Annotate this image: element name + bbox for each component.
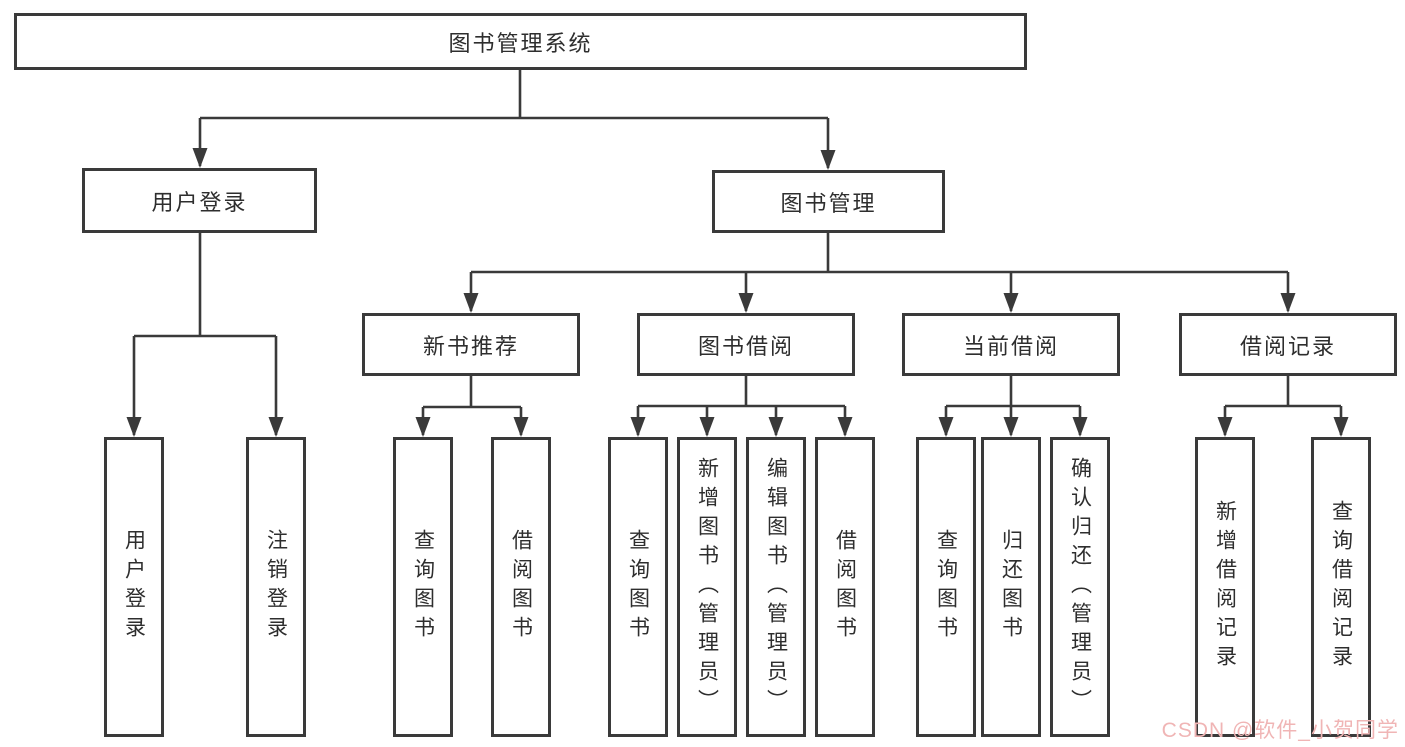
leaf-bb-add-books-admin: 新增图书（管理员）: [677, 437, 737, 737]
node-root-book-management-system: 图书管理系统: [14, 13, 1027, 70]
leaf-label: 借阅图书: [833, 529, 857, 645]
leaf-cb-return-books: 归还图书: [981, 437, 1041, 737]
node-label: 当前借阅: [962, 333, 1059, 359]
leaf-bb-edit-books-admin: 编辑图书（管理员）: [746, 437, 806, 737]
leaf-label: 注销登录: [264, 529, 288, 645]
leaf-logout: 注销登录: [246, 437, 306, 737]
node-book-borrow: 图书借阅: [637, 313, 855, 376]
leaf-cb-confirm-return-admin: 确认归还（管理员）: [1050, 437, 1110, 737]
leaf-bb-borrow-books: 借阅图书: [815, 437, 875, 737]
leaf-br-add-record: 新增借阅记录: [1195, 437, 1255, 737]
leaf-nb-query-books: 查询图书: [393, 437, 453, 737]
leaf-label: 用户登录: [122, 529, 146, 645]
leaf-label: 查询图书: [411, 529, 435, 645]
node-label: 图书管理: [780, 190, 877, 216]
leaf-label: 编辑图书（管理员）: [764, 456, 788, 718]
leaf-label: 查询借阅记录: [1329, 500, 1353, 674]
node-new-book-recommend: 新书推荐: [362, 313, 580, 376]
csdn-watermark: CSDN @软件_小贺同学: [1161, 719, 1399, 742]
leaf-label: 确认归还（管理员）: [1068, 456, 1092, 718]
leaf-label: 借阅图书: [509, 529, 533, 645]
leaf-label: 查询图书: [934, 529, 958, 645]
leaf-user-login: 用户登录: [104, 437, 164, 737]
node-label: 新书推荐: [422, 333, 519, 359]
leaf-cb-query-books: 查询图书: [916, 437, 976, 737]
leaf-nb-borrow-books: 借阅图书: [491, 437, 551, 737]
node-label: 图书借阅: [697, 333, 794, 359]
leaf-label: 新增借阅记录: [1213, 500, 1237, 674]
node-label: 借阅记录: [1239, 333, 1336, 359]
leaf-br-query-record: 查询借阅记录: [1311, 437, 1371, 737]
leaf-bb-query-books: 查询图书: [608, 437, 668, 737]
node-user-login: 用户登录: [82, 168, 317, 233]
node-borrow-record: 借阅记录: [1179, 313, 1397, 376]
leaf-label: 查询图书: [626, 529, 650, 645]
node-label: 图书管理系统: [448, 30, 593, 56]
node-book-management: 图书管理: [712, 170, 945, 233]
leaf-label: 新增图书（管理员）: [695, 456, 719, 718]
node-current-borrow: 当前借阅: [902, 313, 1120, 376]
node-label: 用户登录: [151, 189, 248, 215]
leaf-label: 归还图书: [999, 529, 1023, 645]
